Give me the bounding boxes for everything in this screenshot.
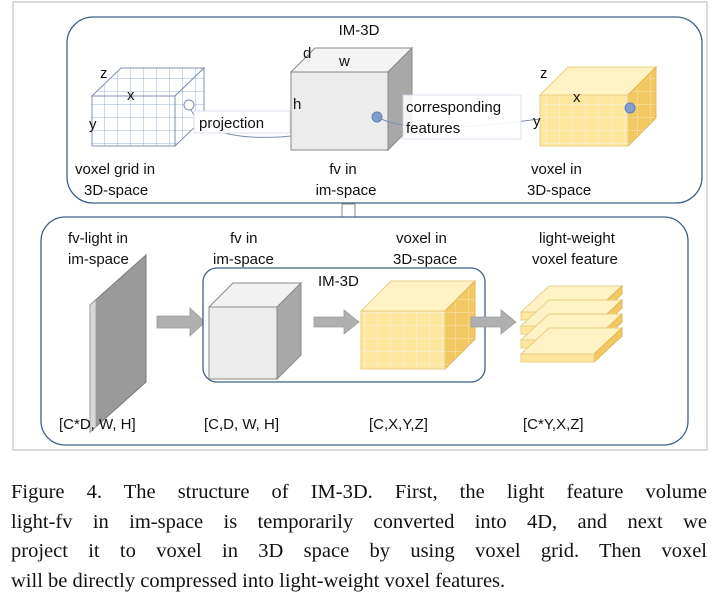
inner-im3d-title: IM-3D — [318, 273, 359, 290]
voxel-grid-axis-z: z — [100, 65, 108, 82]
arrow-3 — [470, 309, 517, 335]
fv-bottom-shape: [C,D, W, H] — [204, 416, 279, 433]
fv-cube-bottom — [207, 281, 303, 381]
light-voxel-shape: [C*Y,X,Z] — [523, 416, 584, 433]
corresponding-label-2: features — [406, 120, 460, 137]
fv-axis-d: d — [303, 45, 311, 62]
projection-label-box — [193, 110, 291, 134]
voxel-grid-label-2: 3D-space — [84, 182, 148, 199]
fv-cube — [289, 46, 414, 152]
corresponding-label-box — [402, 94, 522, 140]
light-voxel-label-1: light-weight — [539, 230, 616, 247]
caption-line-3: project it to voxel in 3D space by using… — [11, 540, 707, 562]
corresponding-label-1: corresponding — [406, 99, 501, 116]
voxel-axis-x: x — [573, 89, 581, 106]
figure-frame — [12, 1, 708, 451]
fv-light-label-1: fv-light in — [68, 230, 128, 247]
voxel-grid-label-1: voxel grid in — [75, 161, 155, 178]
light-weight-voxel-stack — [519, 284, 624, 364]
arrow-2 — [313, 309, 360, 335]
caption-line-1: Figure 4. The structure of IM-3D. First,… — [11, 481, 707, 503]
voxel-cube-top — [538, 65, 658, 148]
im3d-diagram: IM-3D z x y voxel grid in 3D-space proje… — [12, 1, 708, 451]
fv-bottom-label-1: fv in — [230, 230, 258, 247]
voxel-label-2: 3D-space — [527, 182, 591, 199]
voxel-grid-cube — [90, 66, 206, 148]
fv-light-label-2: im-space — [68, 251, 129, 268]
arrow-1 — [156, 307, 206, 337]
fv-axis-h: h — [293, 96, 301, 113]
voxel-axis-y: y — [533, 113, 541, 130]
voxel-dot — [624, 102, 636, 114]
voxel-grid-dot — [183, 99, 195, 111]
caption-line-2: light-fv in im-space is temporarily conv… — [11, 510, 707, 533]
fv-axis-w: w — [338, 53, 350, 70]
voxel-label-1: voxel in — [531, 161, 582, 178]
voxel-cube-bottom — [359, 279, 477, 371]
voxel-bottom-shape: [C,X,Y,Z] — [369, 416, 428, 433]
top-panel-title: IM-3D — [339, 22, 380, 39]
fv-light-slab — [89, 253, 147, 434]
voxel-bottom-label-2: 3D-space — [393, 251, 457, 268]
voxel-grid-axis-x: x — [127, 87, 135, 104]
light-voxel-label-2: voxel feature — [532, 251, 618, 268]
fv-bottom-label-2: im-space — [213, 251, 274, 268]
projection-label: projection — [199, 115, 264, 132]
fv-label-1: fv in — [329, 161, 357, 178]
fv-label-2: im-space — [316, 182, 377, 199]
voxel-grid-axis-y: y — [89, 116, 97, 133]
fv-light-shape: [C*D, W, H] — [59, 416, 136, 433]
caption-line-4: will be directly compressed into light-w… — [11, 569, 506, 592]
figure-caption: Figure 4. The structure of IM-3D. First,… — [11, 478, 707, 596]
voxel-axis-z: z — [540, 65, 548, 82]
voxel-bottom-label-1: voxel in — [396, 230, 447, 247]
